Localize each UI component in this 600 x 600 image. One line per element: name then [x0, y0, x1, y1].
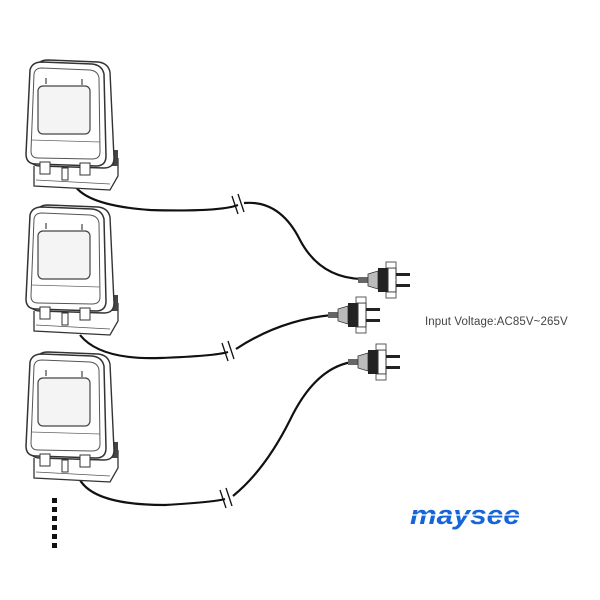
power-plug-3	[347, 343, 401, 381]
continuation-dots	[52, 498, 57, 548]
power-plug-1	[357, 261, 411, 299]
cable-3	[79, 479, 226, 507]
power-plug-2	[327, 296, 381, 334]
floodlight-1	[25, 59, 119, 191]
maysee-logo: maysee	[408, 500, 523, 530]
cable-break-marks	[219, 193, 245, 509]
cable-2	[79, 334, 229, 360]
input-voltage-label: Input Voltage:AC85V~265V	[425, 316, 568, 328]
floodlight-3	[25, 351, 119, 483]
power-cables	[70, 179, 363, 507]
cable-2b	[235, 313, 333, 350]
floodlight-2	[25, 204, 119, 336]
cable-1b	[243, 201, 363, 281]
cable-1	[70, 179, 239, 212]
cable-3b	[232, 360, 353, 497]
